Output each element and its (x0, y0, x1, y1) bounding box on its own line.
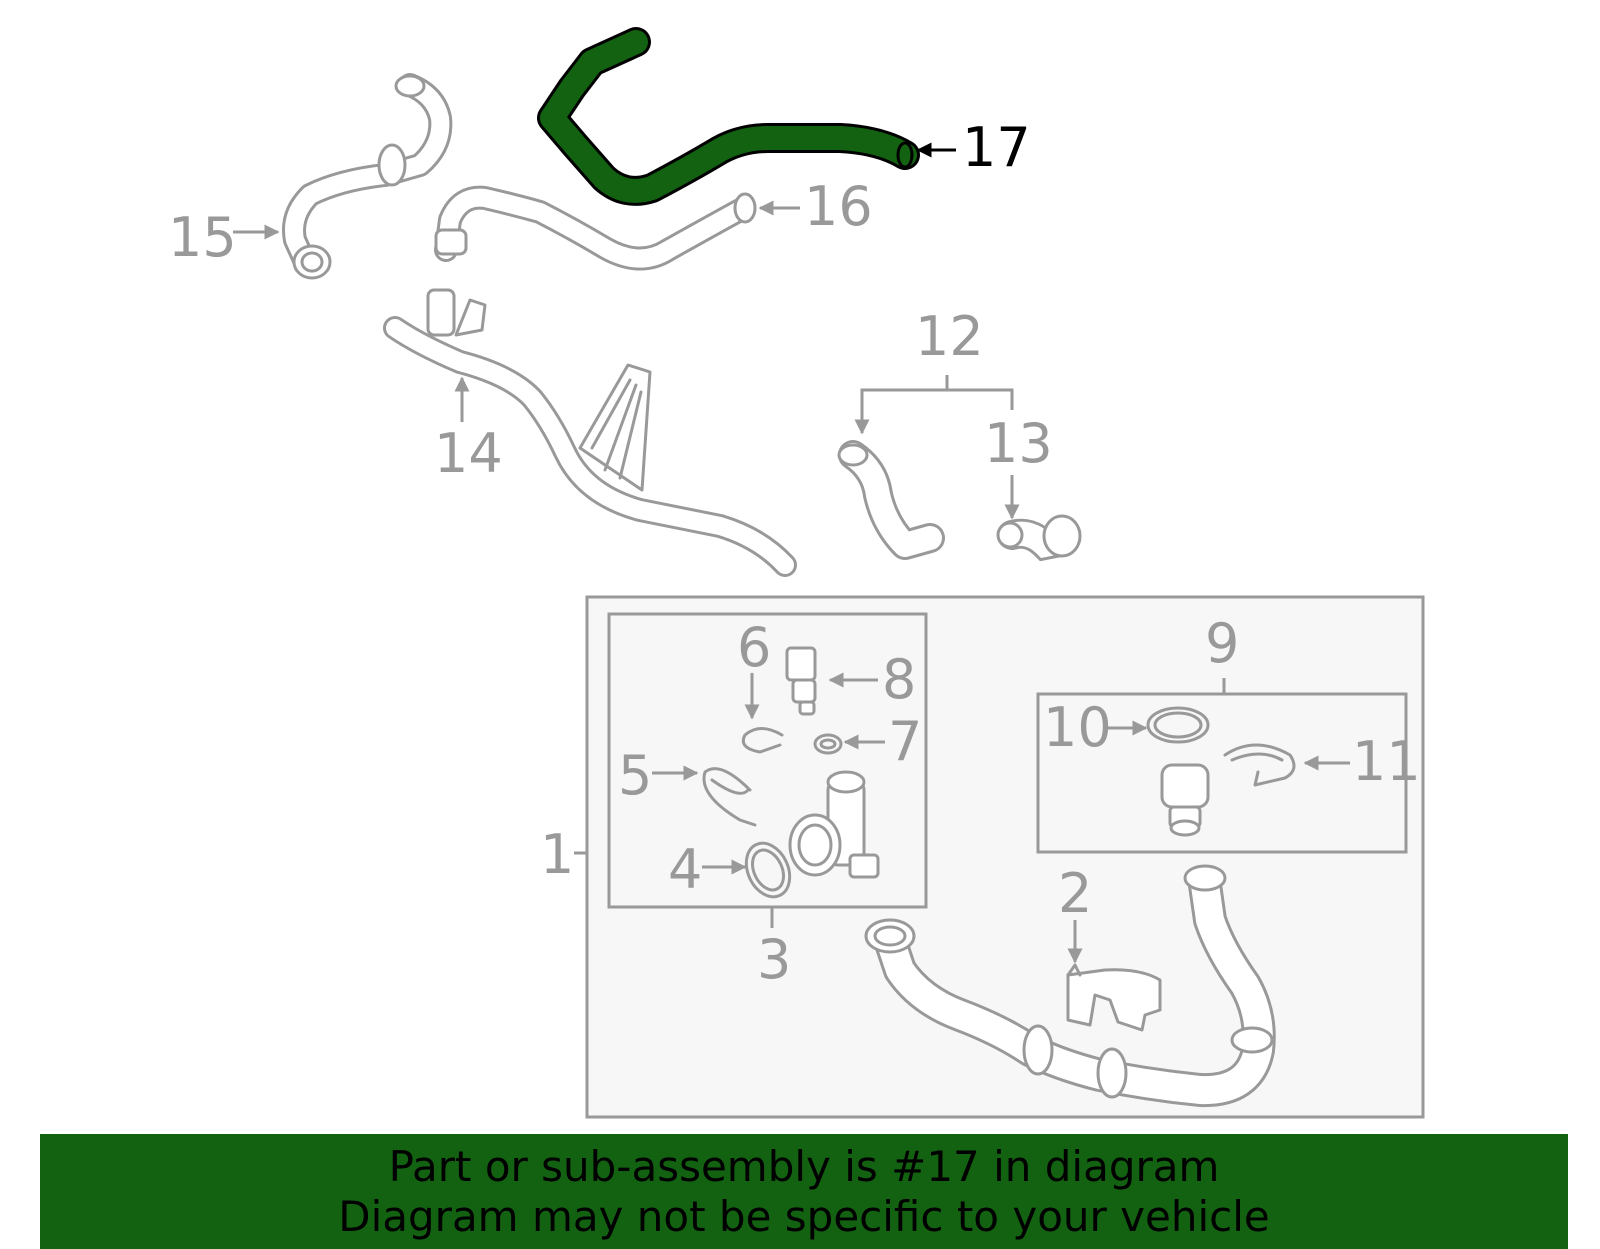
part-13-elbow[interactable] (996, 514, 1082, 562)
leader-lines (233, 142, 1350, 964)
callout-10[interactable]: 10 (1043, 696, 1112, 759)
callout-3[interactable]: 3 (757, 928, 791, 991)
part-1-hose-assembly[interactable] (864, 864, 1276, 1108)
thermostat-housing[interactable] (788, 770, 880, 879)
callout-9[interactable]: 9 (1205, 612, 1239, 675)
part-10-o-ring[interactable] (1146, 706, 1210, 744)
part-9-valve[interactable] (1160, 763, 1210, 837)
part-17-hose[interactable] (537, 27, 920, 206)
part-2-bracket[interactable] (1066, 963, 1162, 1032)
callout-2[interactable]: 2 (1058, 862, 1092, 925)
callout-17[interactable]: 17 (962, 116, 1031, 179)
callout-13[interactable]: 13 (984, 412, 1053, 475)
callout-5[interactable]: 5 (618, 744, 652, 807)
info-banner: Part or sub-assembly is #17 in diagram D… (40, 1134, 1568, 1249)
part-7-o-ring[interactable] (813, 733, 843, 755)
callout-8[interactable]: 8 (882, 648, 916, 711)
callout-6[interactable]: 6 (737, 616, 771, 679)
banner-line-part: Part or sub-assembly is #17 in diagram (388, 1141, 1220, 1191)
callout-labels: 17 16 15 14 12 13 9 6 8 7 10 11 5 4 3 2 … (168, 116, 1421, 991)
part-6-clip[interactable] (741, 727, 784, 754)
part-15-hose[interactable] (282, 73, 453, 280)
callout-11[interactable]: 11 (1352, 730, 1421, 793)
callout-14[interactable]: 14 (434, 422, 503, 485)
part-8-sensor[interactable] (785, 646, 817, 716)
part-14-pipe[interactable] (383, 288, 797, 577)
part-16-hose[interactable] (434, 185, 757, 271)
callout-4[interactable]: 4 (668, 838, 702, 901)
part-4-o-ring[interactable] (738, 836, 798, 904)
callout-12[interactable]: 12 (915, 305, 984, 368)
part-5-clip[interactable] (702, 767, 757, 827)
part-12-hose[interactable] (837, 440, 945, 560)
sub-assembly-box-9 (1036, 692, 1408, 854)
part-11-clip[interactable] (1223, 743, 1296, 787)
banner-line-disclaimer: Diagram may not be specific to your vehi… (338, 1191, 1270, 1241)
callout-7[interactable]: 7 (888, 710, 922, 773)
callout-1[interactable]: 1 (540, 823, 574, 886)
callout-16[interactable]: 16 (804, 175, 873, 238)
callout-15[interactable]: 15 (168, 206, 237, 269)
